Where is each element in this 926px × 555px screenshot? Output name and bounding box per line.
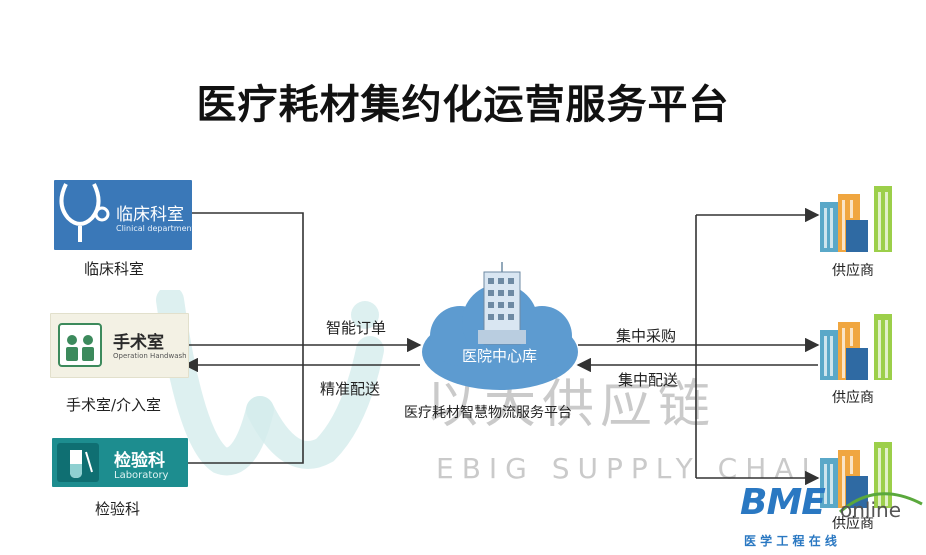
- connector-lab: [188, 345, 304, 464]
- clinic-box-subtitle: Clinical department: [116, 224, 192, 233]
- surgery-caption: 手术室/介入室: [66, 396, 162, 414]
- hospital-cloud: [422, 262, 578, 390]
- logo-tagline: 医 学 工 程 在 线: [744, 534, 837, 548]
- clinic-box-title: 临床科室: [116, 205, 184, 225]
- delivery-label: 精准配送: [320, 380, 381, 398]
- surgeons-icon: [58, 323, 102, 367]
- test-tube-icon: [57, 443, 99, 482]
- page-title: 医疗耗材集约化运营服务平台: [196, 82, 730, 128]
- stethoscope-icon: [59, 183, 110, 242]
- surgery-box-subtitle: Operation Handwash: [113, 352, 187, 360]
- supplier-caption-1: 供应商: [832, 263, 874, 279]
- logo-main-text: BME: [740, 482, 826, 523]
- supplier-caption-3: 供应商: [832, 516, 874, 532]
- platform-label: 医疗耗材智慧物流服务平台: [404, 405, 572, 421]
- lab-department-box: 检验科 Laboratory: [52, 438, 188, 487]
- watermark-english: EBIG SUPPLY CHAIN: [436, 452, 847, 485]
- supplier-building-icon-3: [820, 442, 892, 508]
- center-warehouse-label: 医院中心库: [462, 347, 538, 365]
- distribution-label: 集中配送: [618, 371, 679, 389]
- supplier-building-icon-2: [820, 314, 892, 380]
- lab-caption: 检验科: [95, 500, 141, 518]
- supplier-building-icon-1: [820, 186, 892, 252]
- surgery-box-title: 手术室: [113, 333, 164, 353]
- hospital-building-icon: [478, 262, 526, 345]
- logo-suffix-text: online: [840, 498, 902, 522]
- clinic-department-box: 临床科室 Clinical department: [54, 180, 192, 250]
- bme-online-logo: BME online 医 学 工 程 在 线: [740, 482, 926, 552]
- purchase-label: 集中采购: [616, 327, 677, 345]
- connector-clinic: [192, 212, 304, 345]
- lab-box-subtitle: Laboratory: [114, 470, 169, 481]
- order-label: 智能订单: [326, 319, 387, 337]
- logo-swoosh-icon: [839, 492, 923, 514]
- surgery-department-box: 手术室 Operation Handwash: [50, 313, 189, 378]
- lab-box-title: 检验科: [114, 451, 165, 471]
- clinic-caption: 临床科室: [84, 260, 145, 278]
- supplier-caption-2: 供应商: [832, 390, 874, 406]
